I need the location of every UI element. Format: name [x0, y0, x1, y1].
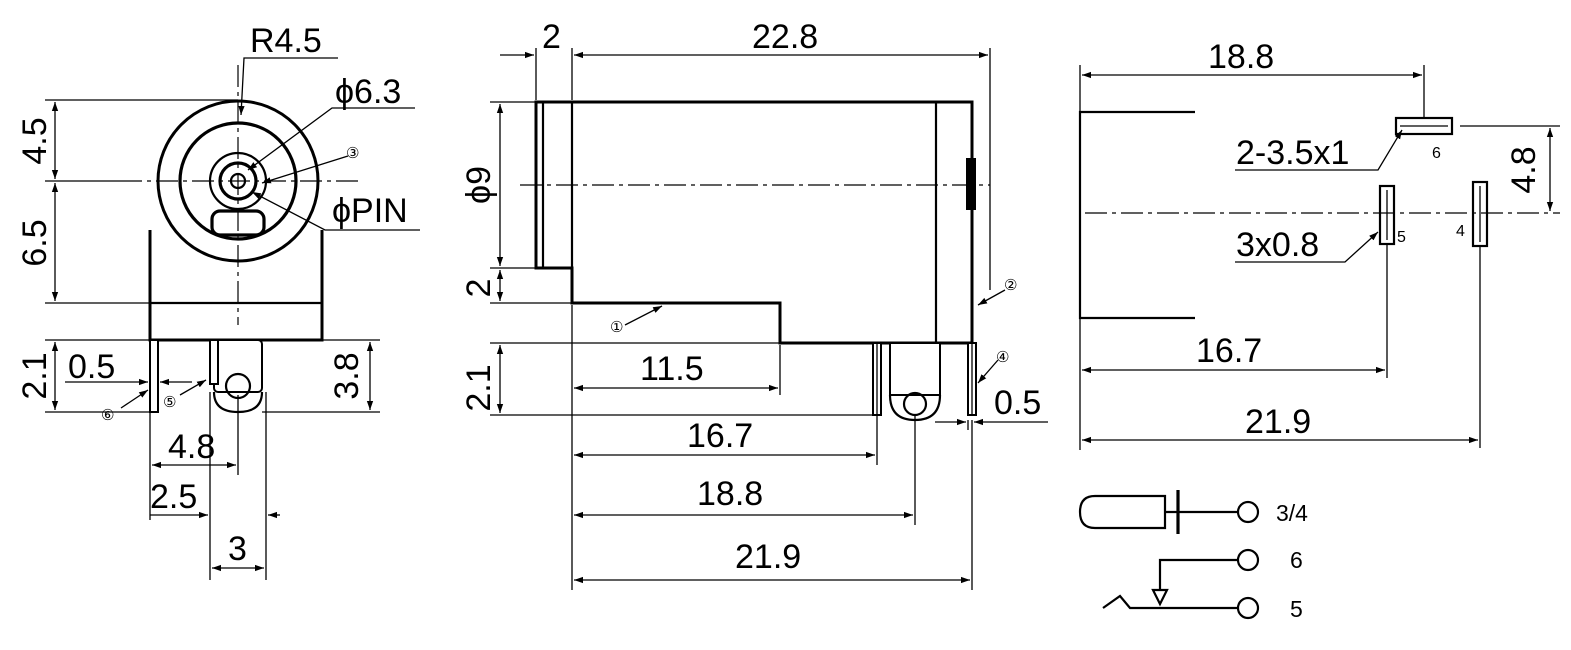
- pin-thickness-label: 0.5: [994, 384, 1041, 422]
- pin-span-label: 4.8: [168, 428, 215, 466]
- terminal-6: [1236, 548, 1260, 572]
- fp-dim-16-7-label: 16.7: [1196, 332, 1262, 370]
- length-label: 22.8: [752, 18, 818, 56]
- dim-11-5-label: 11.5: [640, 350, 704, 388]
- hole-label: 3x0.8: [1236, 226, 1319, 264]
- schematic-label-6: 6: [1290, 547, 1303, 573]
- pin-diameter-label: ϕPIN: [332, 192, 408, 230]
- flange-label: 2: [542, 18, 561, 56]
- height-top-label: 4.5: [16, 117, 54, 164]
- diameter-label: ϕ9: [460, 166, 498, 204]
- callout-1: ①: [610, 319, 623, 336]
- slot-pin-label: 6: [1432, 145, 1441, 162]
- callout-2: ②: [1004, 277, 1017, 294]
- callout-5: ⑤: [163, 394, 176, 411]
- pin-length-label: 3.8: [328, 352, 366, 399]
- fp-right-dim-label: 4.8: [1505, 146, 1543, 193]
- pin-offset-label: 0.5: [68, 348, 115, 386]
- schematic-label-5: 5: [1290, 596, 1303, 622]
- footprint-view: 18.8 2-3.5x1 6 4.8 3x0.8 5 4 16.7 21.9: [1078, 38, 1560, 450]
- callout-3: ③: [346, 145, 359, 162]
- side-view: 2 22.8 ϕ9 2 2.1 11.5 16.7 18.8 21.9 0.5 …: [460, 18, 1048, 590]
- callout-6: ⑥: [101, 407, 114, 424]
- schematic-label-34: 3/4: [1276, 500, 1308, 526]
- dim-18-8-label: 18.8: [697, 475, 763, 513]
- side-pin-height-label: 2.1: [460, 364, 498, 411]
- hole-pin-5-label: 5: [1397, 229, 1406, 246]
- terminal-5: [1236, 596, 1260, 620]
- height-pin-label: 2.1: [16, 352, 54, 399]
- dim-16-7-label: 16.7: [687, 417, 753, 455]
- lug-width-label: 3: [228, 530, 247, 568]
- radius-label: R4.5: [250, 22, 322, 60]
- fp-dim-21-9-label: 21.9: [1245, 403, 1311, 441]
- slot-label: 2-3.5x1: [1236, 134, 1349, 172]
- dim-21-9-label: 21.9: [735, 538, 801, 576]
- outer-diameter-label: ϕ6.3: [335, 73, 401, 111]
- height-mid-label: 6.5: [16, 219, 54, 266]
- callout-4: ④: [996, 349, 1009, 366]
- fp-top-dim-label: 18.8: [1208, 38, 1274, 76]
- terminal-34: [1236, 500, 1260, 524]
- hole-pin-4-label: 4: [1456, 223, 1465, 240]
- schematic-symbol: 3/4 6 5: [1078, 490, 1308, 622]
- half-span-label: 2.5: [150, 478, 197, 516]
- front-view: R4.5 ϕ6.3 ϕPIN 4.5 6.5 2.1 0.5 3.8 4.8 2…: [16, 22, 420, 580]
- base-height-label: 2: [460, 279, 498, 298]
